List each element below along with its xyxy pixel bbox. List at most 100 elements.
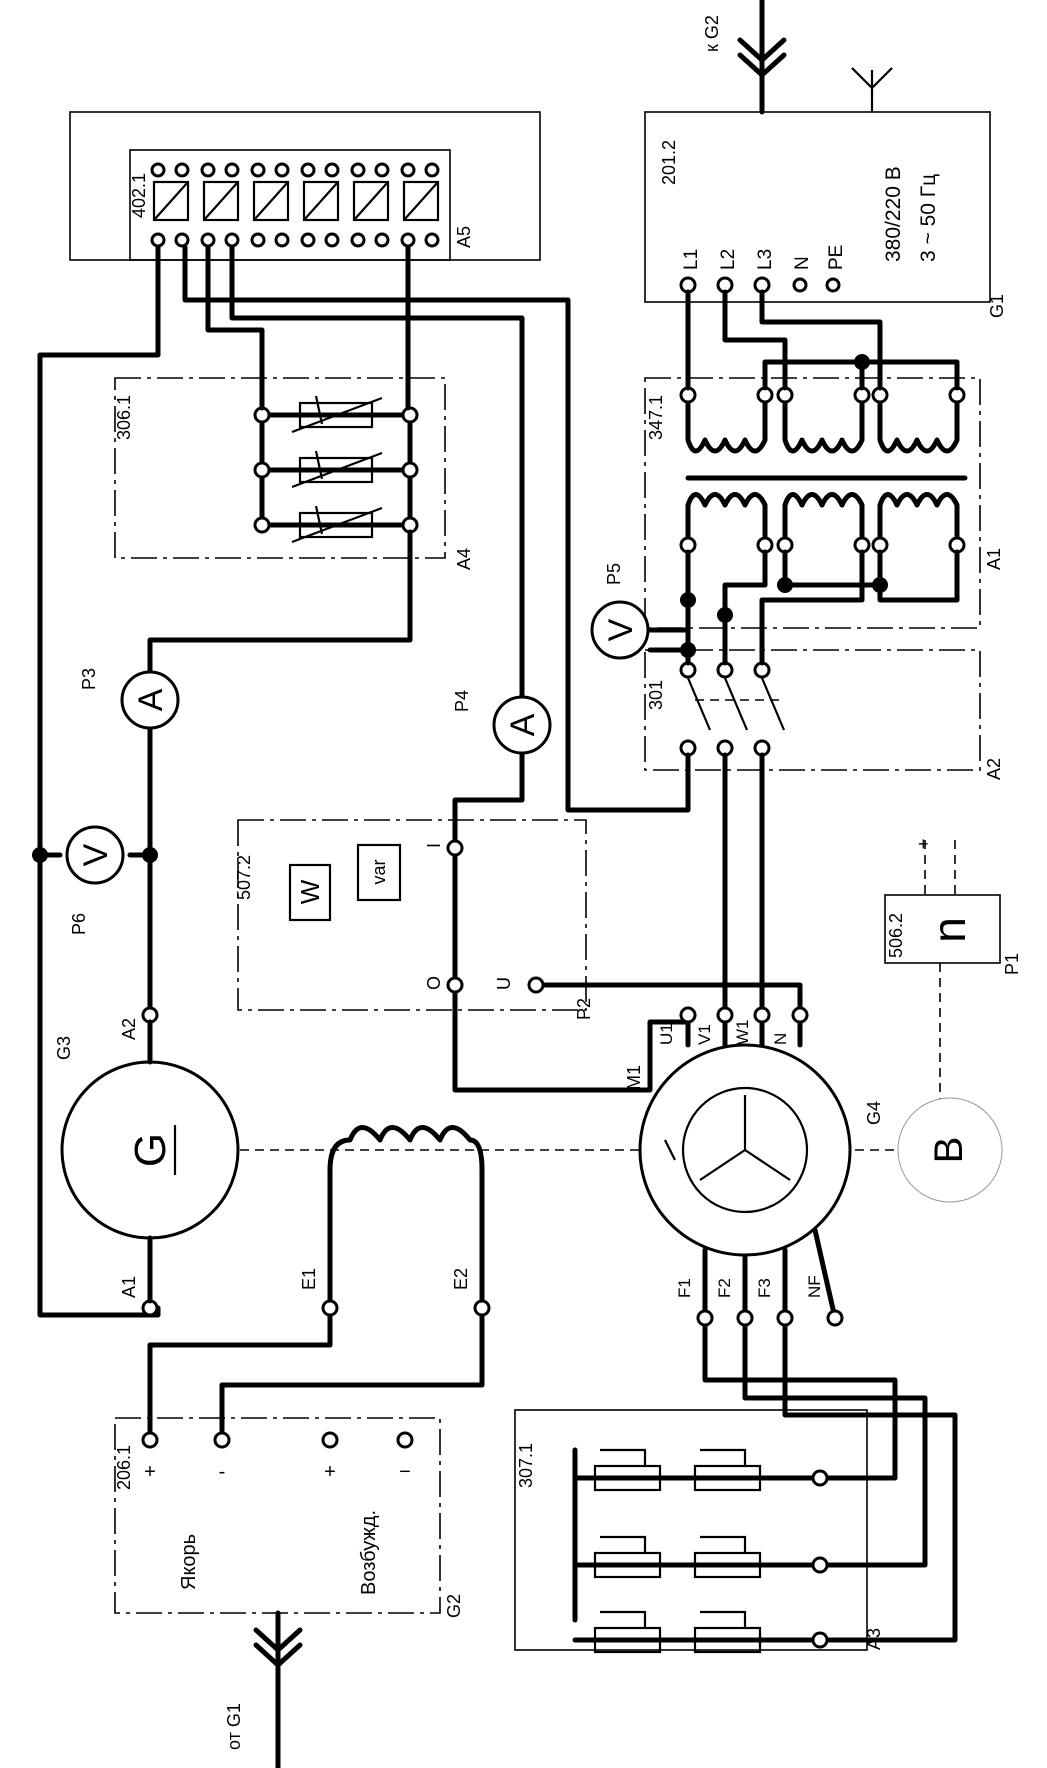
converter-cell [350,162,390,248]
a3-code-label: 307.1 [516,1443,536,1488]
tachogenerator-g4: B G4 [864,1097,1003,1203]
cable-top-label: к G2 [702,15,722,52]
voltmeter-p6: V P6 [65,825,125,935]
p1-speed-meter: n + [918,834,975,1120]
dc-generator-g3: G G3 A2 A1 [54,1006,240,1317]
ammeter-p3: A P3 [79,668,180,730]
g1-supply: к G2 L1 L2 L3 N PE [679,0,893,294]
switch-blade [723,677,749,731]
resistor-row [572,1535,829,1579]
g4-symbol: B [927,1137,971,1164]
p2-terminal-i [446,839,464,857]
g2-dc-source: + - + − Якорь Возбужд. от G1 [141,1431,414,1768]
label-n: N [792,256,813,270]
g2-plus-2: + [324,1461,336,1483]
p4-ref: P4 [452,690,472,712]
label-pe: PE [826,245,847,270]
g3-symbol: G [126,1133,175,1167]
p5-ref: P5 [604,563,624,585]
p4-symbol: A [504,713,542,736]
p2-power-meter: W var I O U [288,839,545,994]
g3-label-a2: A2 [119,1018,139,1040]
m1-label-v1: V1 [695,1024,714,1045]
m1-label-u1: U1 [657,1023,676,1045]
voltmeter-p5: V P5 [590,563,650,660]
a1-transformer [679,386,968,554]
p2-label-o: O [424,976,444,990]
p1-frame [884,894,1001,964]
a2-ref-label: A2 [984,758,1004,780]
g2-armature-minus [213,1431,231,1449]
cable-arrow-top-2 [737,52,787,78]
converter-cell [200,162,240,248]
p2-code-label: 507.2 [234,855,254,900]
terminal-pe [825,277,841,293]
p2-var-label: var [369,859,389,884]
ammeter-p4: A P4 [452,690,552,755]
p6-symbol: V [77,843,115,866]
label-l2: L2 [718,249,739,270]
a1-code-label: 347.1 [646,395,666,440]
m1-label-n: N [771,1033,790,1045]
p2-terminal-u [527,976,545,994]
a1-frame [644,377,981,629]
a2-code-label: 301 [646,680,666,710]
g2-excitation-minus [396,1431,414,1449]
a3-resistor-bank [572,1447,829,1654]
g2-frame [114,1417,441,1614]
p1-ref-label: P1 [1002,953,1022,975]
a5-converter-cells [150,162,440,248]
junctions [32,354,888,863]
a5-code-label: 402.1 [129,173,149,218]
terminal-e2 [473,1299,491,1317]
p3-symbol: A [132,688,170,711]
m1-label-w1: W1 [733,1020,752,1046]
a1-ref-label: A1 [984,548,1004,570]
g2-minus-1: - [219,1461,226,1483]
p1-code-label: 506.2 [886,913,906,958]
label-e2: E2 [451,1268,471,1290]
a4-ref-label: A4 [454,548,474,570]
p2-ref-label: P2 [574,998,594,1020]
label-l3: L3 [755,249,776,270]
machines: G G3 A2 A1 E1 E2 M1 U1 V1 W [54,1006,1003,1327]
p2-w-button [288,863,332,922]
p1-plus: + [918,834,929,854]
p2-frame [237,819,587,1011]
m1-label-f1: F1 [675,1278,694,1298]
p6-ref: P6 [69,913,89,935]
g2-armature-plus [141,1431,159,1449]
g2-excitation-label: Возбужд. [358,1510,380,1595]
cable-arrow-top [737,37,787,63]
m1-label-f3: F3 [755,1278,774,1298]
module-frames [69,111,1001,1651]
g1-code-label: 201.2 [659,140,679,185]
switch-blade [760,677,786,731]
p2-label-u: U [494,977,514,990]
converter-cell [300,162,340,248]
g2-armature-label: Якорь [178,1534,200,1590]
cable-bottom-label: от G1 [224,1703,244,1750]
g4-ref: G4 [864,1101,884,1125]
g3-ref: G3 [54,1036,74,1060]
antenna-icon [851,67,893,90]
a2-frame [644,649,981,771]
rheostat-3 [298,511,374,539]
m1-label-nf: NF [805,1275,824,1298]
p1-display: n [923,917,975,943]
g3-label-a1: A1 [119,1276,139,1298]
g1-ref-label: G1 [987,294,1007,318]
a5-ref-label: A5 [454,226,474,248]
label-e1: E1 [299,1268,319,1290]
converter-cell [150,162,190,248]
meters: A P3 A P4 V P5 V P6 [65,563,650,935]
label-l1: L1 [681,249,702,270]
m1-label-f2: F2 [715,1278,734,1298]
primary-winding [685,392,960,454]
switch-blade [686,677,712,731]
m1-ref: M1 [624,1065,644,1090]
p2-label-i: I [424,843,444,848]
a5-inner-frame [129,149,451,261]
g1-voltage-label: 380/220 В [882,166,905,262]
